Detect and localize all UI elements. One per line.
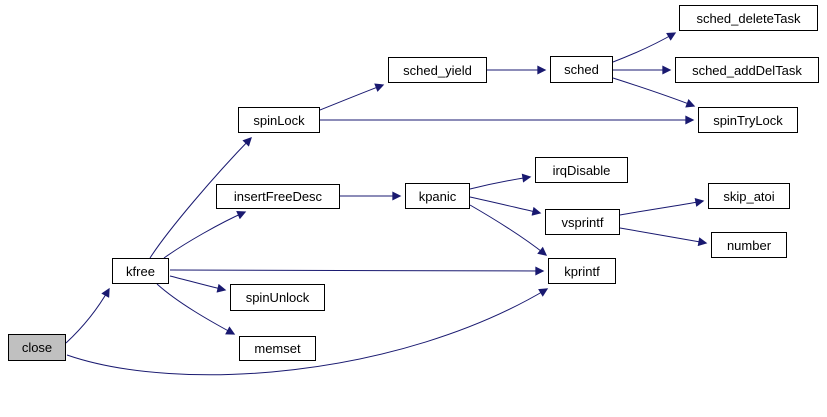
node-skip_atoi[interactable]: skip_atoi bbox=[708, 183, 790, 209]
edge-close-to-kprintf bbox=[66, 288, 549, 376]
node-spinTryLock[interactable]: spinTryLock bbox=[698, 107, 798, 133]
node-irqDisable[interactable]: irqDisable bbox=[535, 157, 628, 183]
node-sched_yield[interactable]: sched_yield bbox=[388, 57, 487, 83]
edge-kpanic-to-irqDisable bbox=[469, 173, 532, 190]
edge-spinLock-to-sched_yield bbox=[319, 83, 385, 111]
edge-sched-to-spinTryLock bbox=[612, 77, 696, 108]
node-kprintf[interactable]: kprintf bbox=[548, 258, 616, 284]
edge-sched-to-sched_deleteTask bbox=[612, 32, 677, 63]
edge-vsprintf-to-skip_atoi bbox=[619, 197, 705, 216]
node-number[interactable]: number bbox=[711, 232, 787, 258]
edge-kpanic-to-kprintf bbox=[469, 204, 548, 256]
edge-kfree-to-kprintf bbox=[169, 266, 545, 276]
node-kpanic[interactable]: kpanic bbox=[405, 183, 470, 209]
edge-kfree-to-spinUnlock bbox=[169, 275, 227, 293]
node-kfree[interactable]: kfree bbox=[112, 258, 169, 284]
edge-close-to-kfree bbox=[65, 287, 110, 344]
edge-kfree-to-memset bbox=[156, 283, 236, 335]
node-spinUnlock[interactable]: spinUnlock bbox=[230, 284, 325, 311]
node-sched_addDelTask[interactable]: sched_addDelTask bbox=[675, 57, 819, 83]
node-sched[interactable]: sched bbox=[550, 56, 613, 83]
node-insertFreeDesc[interactable]: insertFreeDesc bbox=[216, 184, 340, 209]
edge-vsprintf-to-number bbox=[619, 227, 708, 247]
node-spinLock[interactable]: spinLock bbox=[238, 107, 320, 133]
edge-kpanic-to-vsprintf bbox=[469, 196, 542, 216]
node-sched_deleteTask[interactable]: sched_deleteTask bbox=[679, 5, 818, 31]
node-vsprintf[interactable]: vsprintf bbox=[545, 209, 620, 235]
edge-kfree-to-insertFreeDesc bbox=[163, 210, 247, 259]
edge-kfree-to-spinLock bbox=[149, 137, 252, 259]
node-close: close bbox=[8, 334, 66, 361]
node-memset[interactable]: memset bbox=[239, 336, 316, 361]
